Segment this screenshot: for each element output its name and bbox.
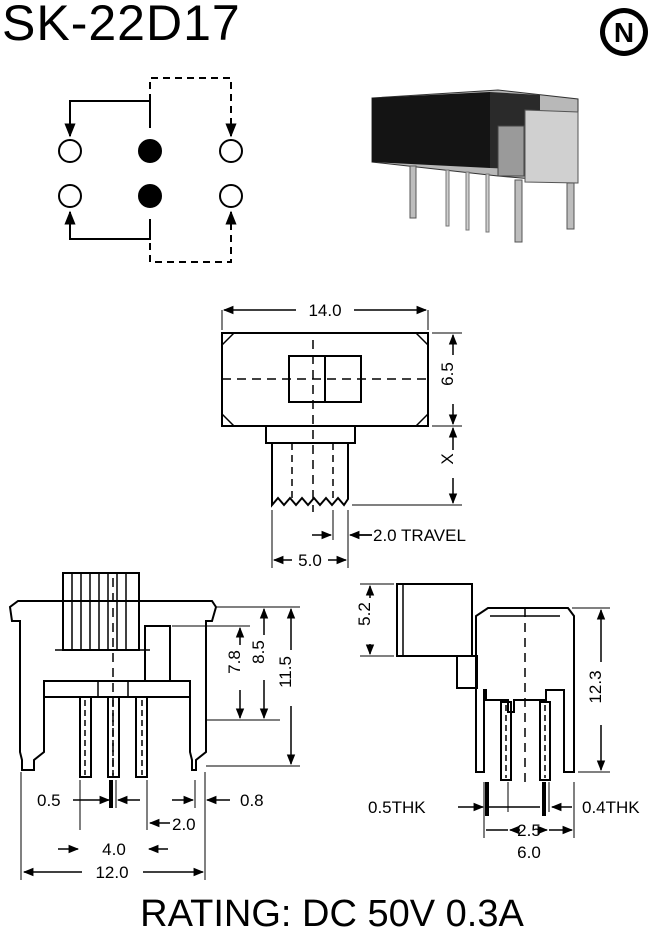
front-view-dim-b: 8.5: [249, 640, 268, 664]
product-photo: [371, 89, 579, 243]
pin-common: [138, 184, 162, 208]
side-view-width: 6.0: [517, 843, 541, 862]
side-view-pin-thk-left: 0.5THK: [368, 798, 426, 817]
pin-open: [58, 139, 82, 163]
front-view-dim-a: 7.8: [225, 650, 244, 674]
brand-logo-letter: N: [614, 17, 634, 48]
front-view-pin-thickness: 0.5: [37, 791, 61, 810]
front-view-inner-span: 4.0: [102, 840, 126, 859]
rating-label: RATING: DC 50V 0.3A: [140, 893, 524, 935]
pin-open: [58, 184, 82, 208]
front-view-pitch: 2.0: [172, 815, 196, 834]
front-view-dim-c: 11.5: [276, 656, 295, 688]
side-view-pin-thk-right: 0.4THK: [582, 798, 640, 817]
side-view: [360, 583, 610, 838]
pin-open: [219, 139, 243, 163]
page-title: SK-22D17: [2, 0, 241, 51]
top-view-height-label: 6.5: [438, 362, 457, 386]
front-view: [8, 572, 300, 880]
side-view-pitch: 2.5: [517, 821, 541, 840]
schematic-diagram: [58, 77, 243, 263]
top-view-width-label: 14.0: [308, 301, 341, 320]
front-view-pin-width: 0.8: [240, 791, 264, 810]
switch-path-solid: [64, 210, 151, 240]
front-view-outer-span: 12.0: [95, 863, 128, 882]
brand-logo: N: [600, 8, 648, 56]
top-view: [221, 305, 462, 568]
pin-open: [219, 184, 243, 208]
top-view-travel-label: 2.0 TRAVEL: [373, 526, 466, 545]
side-view-actuator-height: 5.2: [355, 602, 374, 626]
switch-path-solid: [64, 100, 151, 138]
top-view-extension-label: X: [438, 453, 457, 464]
switch-path-dashed: [149, 77, 237, 138]
side-view-height: 12.3: [586, 670, 605, 703]
pin-common: [138, 139, 162, 163]
switch-path-dashed: [149, 210, 237, 263]
top-view-actuator-label: 5.0: [298, 551, 322, 570]
